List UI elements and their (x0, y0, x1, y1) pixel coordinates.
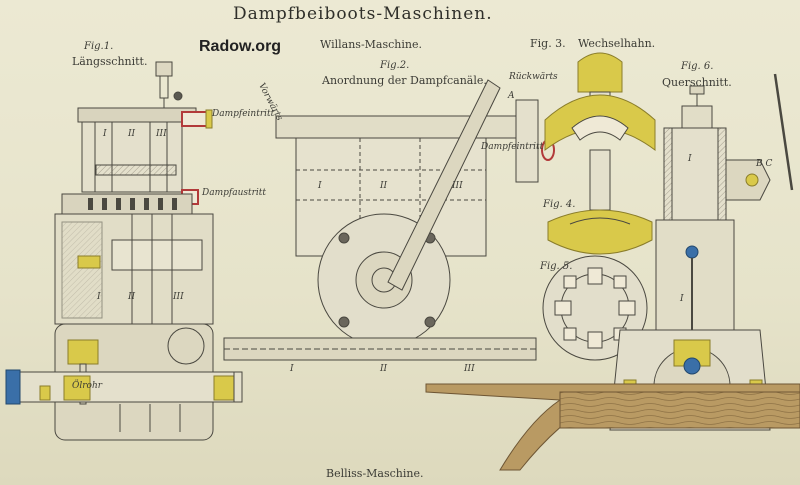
fig6-number: Fig. 6. (681, 61, 714, 72)
fig4-number: Fig. 4. (543, 199, 576, 210)
fig4-valve-plug (547, 209, 653, 255)
fig2-label-i: I (318, 181, 322, 191)
fig2-base-label-i: I (290, 364, 294, 374)
fig1-upper-label-ii: II (128, 129, 136, 139)
fig6-label-i: I (688, 154, 692, 164)
fig1-number: Fig.1. (84, 41, 114, 52)
label-dampfeintritt-1: Dampfeintritt (212, 109, 275, 119)
fig1-longitudinal-section (5, 61, 243, 441)
fig2-caption: Anordnung der Dampfcanäle. (322, 74, 487, 87)
label-point-a: A (508, 91, 515, 101)
label-bc: B C (756, 159, 773, 169)
fig2-steam-channels (223, 79, 555, 361)
subtitle-belliss: Belliss-Maschine. (326, 467, 424, 480)
label-rueckwaerts: Rückwärts (509, 72, 558, 82)
label-dampfaustritt: Dampfaustritt (202, 188, 267, 198)
fig2-label-iii: III (452, 181, 463, 191)
fig1-lower-label-i: I (97, 292, 101, 302)
fig3-valve (544, 52, 656, 211)
fig1-lower-label-ii: II (128, 292, 136, 302)
fig2-number: Fig.2. (380, 60, 410, 71)
fig6-caption: Querschnitt. (662, 76, 732, 89)
fig5-number: Fig. 5. (540, 261, 573, 272)
fig1-upper-label-iii: III (156, 129, 167, 139)
fig2-label-ii: II (380, 181, 388, 191)
watermark: Radow.org (199, 38, 282, 55)
fig3-number: Fig. 3. (530, 37, 566, 50)
fig3-caption: Wechselhahn. (578, 37, 656, 50)
wooden-bed (425, 383, 800, 471)
fig1-upper-label-i: I (103, 129, 107, 139)
label-dampfeintritt-2: Dampfeintritt (481, 142, 544, 152)
fig6-lower-label-i: I (680, 294, 684, 304)
label-oelrohr: Ölrohr (72, 381, 103, 391)
fig2-base-label-ii: II (380, 364, 388, 374)
subtitle-willans: Willans-Maschine. (320, 38, 422, 51)
fig2-base-label-iii: III (464, 364, 475, 374)
fig1-caption: Längsschnitt. (72, 55, 148, 68)
fig1-lower-label-iii: III (173, 292, 184, 302)
plate-title: Dampfbeiboots-Maschinen. (233, 4, 493, 24)
